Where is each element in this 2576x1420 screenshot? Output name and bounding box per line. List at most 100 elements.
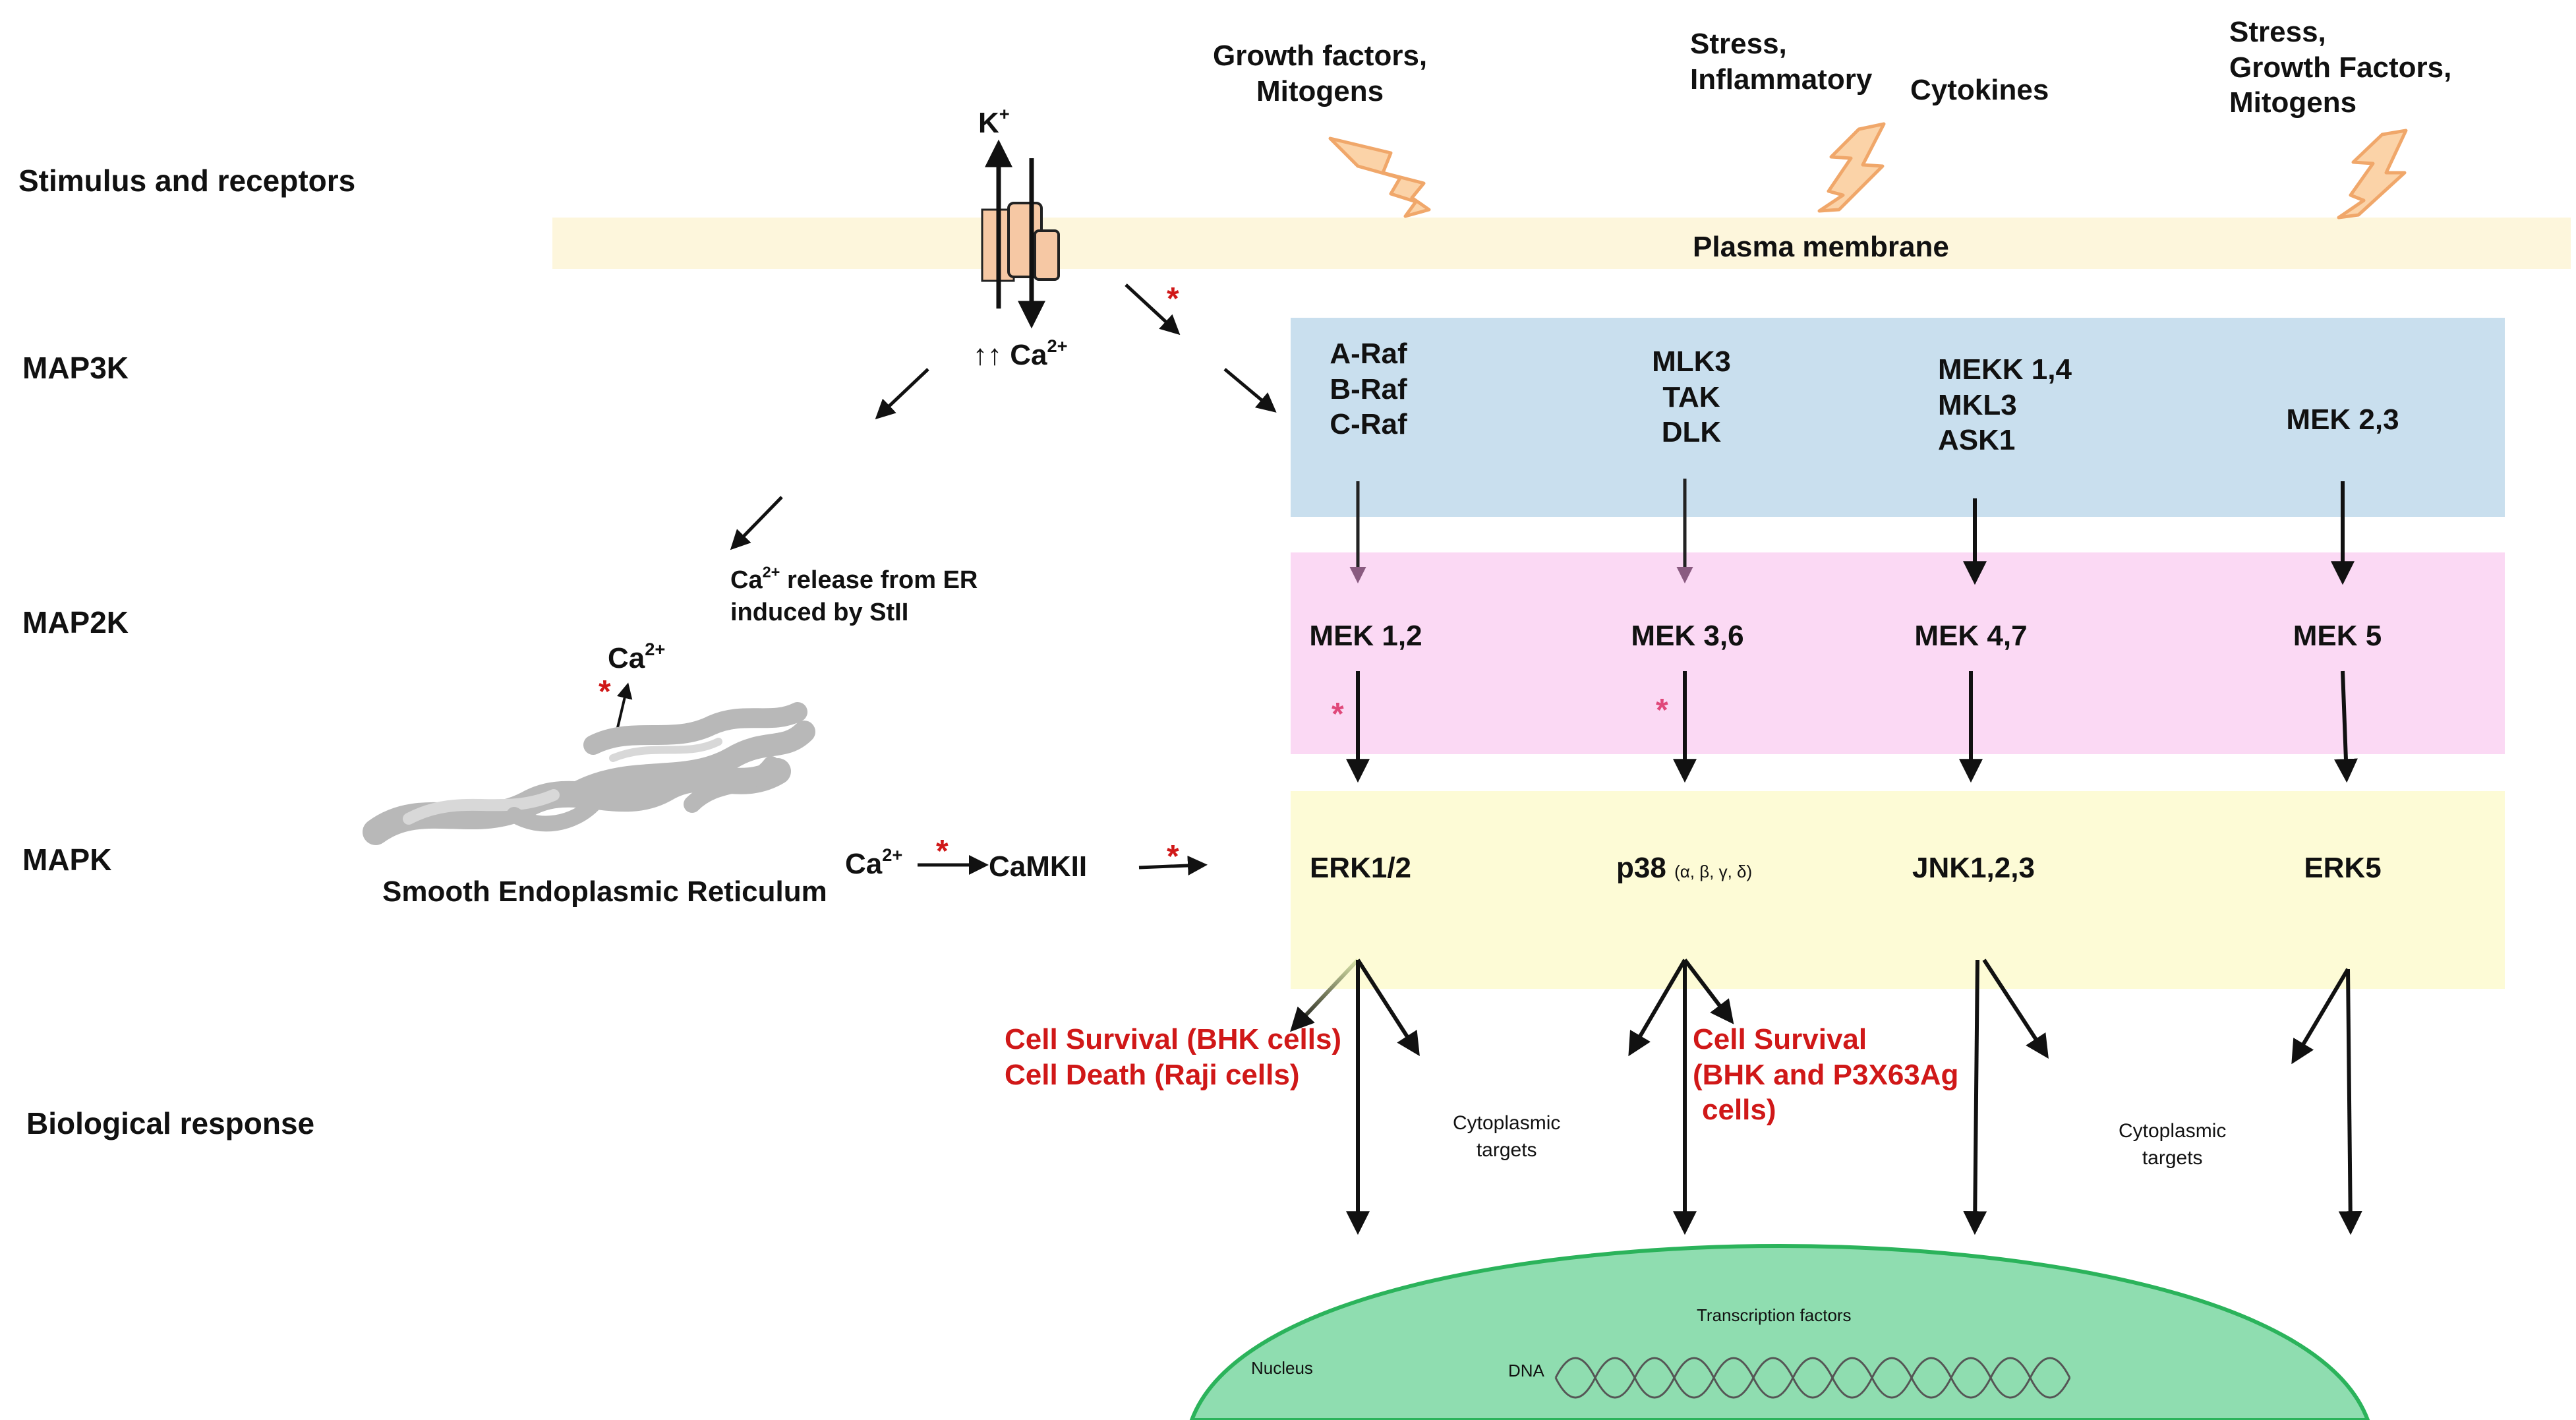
p38-response-label: Cell Survival (BHK and P3X63Ag cells)	[1693, 1022, 1958, 1128]
row-label-stimulus: Stimulus and receptors	[18, 163, 356, 198]
stimulus-stress-line: Stress,	[2229, 16, 2326, 48]
p38-response-arrows	[1628, 959, 1734, 1235]
k-ion-charge: +	[999, 103, 1010, 124]
camk-ca-text: Ca	[845, 848, 883, 880]
map3k-erk5: MEK 2,3	[2286, 403, 2399, 436]
er-release-label: Ca2+ release from ER induced by StII	[730, 564, 978, 630]
transcription-factors-label: Transcription factors	[1697, 1305, 1852, 1325]
lightning-bolt-icon	[1817, 122, 1886, 213]
mapk-p38-isoforms: (α, β, γ, δ)	[1674, 862, 1753, 881]
map3k-item: DLK	[1661, 416, 1722, 449]
star-marker: *	[1167, 839, 1179, 874]
plasma-membrane-band	[552, 218, 2571, 269]
map3k-item: ASK1	[1938, 424, 2016, 457]
ca-influx-text: ↑↑ Ca	[973, 339, 1047, 371]
nucleus-shape	[1189, 1243, 2370, 1420]
erk-survival-text: Cell Survival (BHK cells)	[1005, 1023, 1342, 1055]
row-label-map2k: MAP2K	[22, 605, 129, 639]
mapk-p38: p38 (α, β, γ, δ)	[1616, 850, 1752, 886]
er-induced-line: induced by StII	[730, 599, 909, 627]
p38-survival-text: Cell Survival	[1693, 1023, 1867, 1055]
stimulus-stress-line: Stress,	[1690, 28, 1787, 60]
nucleus-label: Nucleus	[1251, 1358, 1313, 1378]
star-marker: *	[1167, 281, 1179, 316]
stimulus-growth-line: Mitogens	[1256, 74, 1384, 107]
map3k-band	[1291, 318, 2505, 517]
map2k-jnk: MEK 4,7	[1914, 620, 2028, 652]
arrow-mek5-to-erk5	[2333, 670, 2358, 783]
row-label-response: Biological response	[26, 1106, 315, 1140]
stimulus-cytokines: Cytokines	[1910, 74, 2049, 106]
mapk-p38-text: p38	[1616, 852, 1666, 884]
smooth-er-icon	[363, 702, 815, 845]
camk-ca-charge: 2+	[882, 844, 903, 865]
er-ca-text: Ca	[608, 642, 645, 674]
stimulus-growth-line: Growth factors,	[1213, 40, 1428, 72]
erk-death-text: Cell Death (Raji cells)	[1005, 1058, 1300, 1091]
ion-channel-icon	[981, 139, 1060, 329]
map2k-p38: MEK 3,6	[1631, 620, 1744, 652]
stimulus-stress-growth: Stress, Growth Factors, Mitogens	[2229, 15, 2451, 121]
plasma-membrane-label: Plasma membrane	[1693, 231, 1949, 263]
er-ca-label: Ca2+	[608, 638, 666, 676]
arrow-camkii-to-erk	[1138, 855, 1208, 875]
row-label-map3k: MAP3K	[22, 351, 129, 385]
cytoplasmic-targets-label: Cytoplasmic targets	[1453, 1110, 1560, 1164]
arrow-channel-to-raf-a	[1125, 283, 1181, 336]
jnk-response-arrows	[1963, 959, 2049, 1235]
erk-response-arrows	[1290, 958, 1420, 1235]
star-marker: *	[1656, 693, 1668, 728]
map3k-item: C-Raf	[1330, 408, 1407, 441]
row-label-mapk: MAPK	[22, 843, 112, 877]
targets-line: targets	[2142, 1146, 2203, 1169]
er-release-text: release from ER	[780, 566, 978, 594]
k-ion-text: K	[978, 107, 999, 139]
map3k-item: MLK3	[1652, 345, 1731, 378]
p38-survival-detail: (BHK and P3X63Ag	[1693, 1058, 1959, 1091]
star-marker: *	[599, 674, 611, 709]
lightning-bolt-icon	[2337, 129, 2408, 220]
arrow-channel-to-er	[875, 368, 929, 420]
map2k-band	[1291, 552, 2505, 754]
stimulus-growth-factors: Growth factors, Mitogens	[1213, 38, 1427, 109]
k-ion-label: K+	[978, 105, 1010, 141]
stimulus-stress-inflammatory: Stress, Inflammatory	[1690, 26, 1872, 97]
map3k-jnk-column: MEKK 1,4 MKL3 ASK1	[1938, 352, 2072, 458]
map3k-item: MEKK 1,4	[1938, 353, 2072, 386]
mapk-erk12: ERK1/2	[1309, 852, 1412, 884]
mapk-jnk: JNK1,2,3	[1912, 852, 2035, 884]
cytoplasmic-targets-label: Cytoplasmic targets	[2119, 1118, 2226, 1171]
mapk-erk5: ERK5	[2304, 852, 2382, 884]
erk5-response-arrows	[2291, 968, 2362, 1235]
p38-survival-detail: cells)	[1702, 1094, 1776, 1127]
stimulus-mitogens-line: Mitogens	[2229, 86, 2357, 119]
star-marker: *	[936, 834, 949, 869]
map3k-p38-column: MLK3 TAK DLK	[1652, 344, 1731, 450]
er-release-line: Ca2+ release from ER	[730, 564, 978, 597]
map3k-item: MKL3	[1938, 388, 2017, 421]
map3k-item: B-Raf	[1330, 372, 1407, 405]
lightning-bolt-icon	[1328, 136, 1431, 218]
smooth-er-label: Smooth Endoplasmic Reticulum	[382, 875, 827, 908]
map2k-erk: MEK 1,2	[1309, 620, 1422, 652]
map3k-item: TAK	[1662, 380, 1720, 413]
cytoplasmic-line: Cytoplasmic	[1453, 1112, 1561, 1134]
arrow-channel-to-raf-b	[1223, 368, 1277, 413]
stimulus-growth-line: Growth Factors,	[2229, 51, 2452, 84]
arrow-to-er-release	[730, 496, 783, 550]
camk-ca-label: Ca2+	[845, 846, 902, 882]
camkii-label: CaMKII	[989, 850, 1088, 883]
arrow-er-ca-up	[616, 682, 633, 731]
ca-influx-charge: 2+	[1047, 335, 1068, 356]
ca-influx-label: ↑↑ Ca2+	[973, 335, 1068, 373]
targets-line: targets	[1476, 1139, 1537, 1161]
dna-helix-icon	[1554, 1357, 2071, 1399]
dna-label: DNA	[1508, 1361, 1544, 1380]
mapk-band	[1291, 791, 2505, 989]
map3k-item: A-Raf	[1330, 338, 1407, 370]
map3k-erk-column: A-Raf B-Raf C-Raf	[1330, 336, 1407, 442]
er-release-ca: Ca	[730, 566, 763, 594]
er-ca-charge: 2+	[645, 638, 666, 659]
